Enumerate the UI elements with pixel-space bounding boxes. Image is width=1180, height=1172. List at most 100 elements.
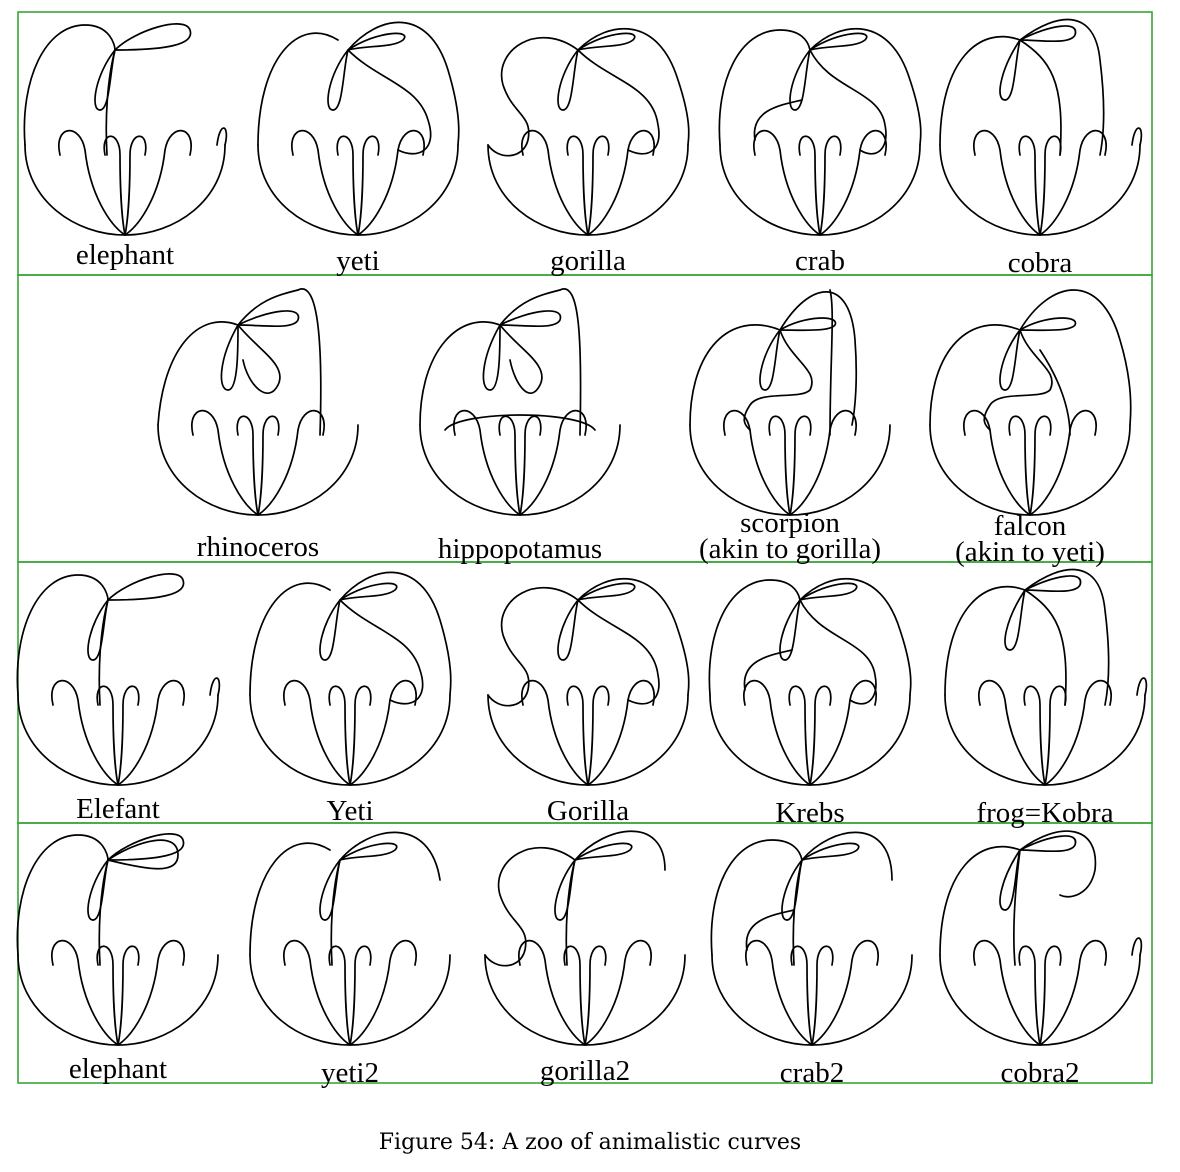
curve-yeti-r3c2 <box>249 571 452 786</box>
curve-stroke <box>557 49 579 111</box>
curve-stroke <box>107 573 185 601</box>
curve-stroke <box>98 859 109 966</box>
curve-stroke <box>519 424 621 516</box>
curve-label: crab <box>795 245 845 277</box>
curve-stroke <box>58 129 192 236</box>
curve-label: scorpion <box>740 507 840 539</box>
curve-stroke <box>743 679 877 786</box>
curve-stroke <box>929 424 1031 516</box>
curve-stroke <box>565 859 576 966</box>
curve-stroke <box>929 324 1021 426</box>
curve-stroke <box>710 839 803 956</box>
curve-crab-r3c4 <box>708 578 912 786</box>
curve-stroke <box>482 324 501 391</box>
curve-stroke <box>339 831 441 881</box>
curve-stroke <box>587 144 689 236</box>
curve-stroke <box>107 839 179 870</box>
curve-stroke <box>963 409 1097 516</box>
curve-stroke <box>444 414 596 431</box>
curve-stroke <box>557 599 579 661</box>
curve-gorilla-r1c3 <box>487 28 690 236</box>
curve-stroke <box>689 424 791 516</box>
curve-stroke <box>349 694 451 786</box>
curve-label: gorilla <box>550 245 626 277</box>
curve-stroke <box>759 329 781 391</box>
curve-stroke <box>237 310 300 328</box>
curve-label: crab2 <box>780 1057 844 1089</box>
curve-stroke <box>811 954 913 1046</box>
curve-hippo-r2c2 <box>419 288 621 516</box>
curve-stroke <box>220 324 239 391</box>
curve-label: gorilla2 <box>540 1055 630 1087</box>
curve-stroke <box>249 582 331 696</box>
curve-label: falcon <box>994 510 1067 542</box>
curve-stroke <box>809 694 911 786</box>
curve-stroke <box>1029 424 1131 516</box>
curve-stroke <box>799 599 877 705</box>
curve-stroke <box>1039 349 1071 436</box>
curve-stroke <box>559 288 582 436</box>
curve-stroke <box>779 599 801 661</box>
curve-stroke <box>801 842 860 861</box>
curve-stroke <box>1019 835 1077 853</box>
curve-stroke <box>1019 317 1077 332</box>
curve-stroke <box>237 289 299 326</box>
curve-crab2-r4c4 <box>710 831 913 1046</box>
curve-stroke <box>1019 25 1077 43</box>
curve-stroke <box>781 859 803 921</box>
curve-stroke <box>257 32 339 146</box>
curve-gorilla-r3c3 <box>487 578 690 786</box>
curve-stroke <box>257 424 359 516</box>
curve-gorilla2-r4c3 <box>484 830 686 1046</box>
curve-stroke <box>51 939 185 1046</box>
curve-stroke <box>23 24 116 146</box>
curve-stroke <box>16 834 109 956</box>
curve-stroke <box>1131 127 1143 146</box>
curve-stroke <box>789 424 891 516</box>
curve-stroke <box>357 144 459 236</box>
curve-stroke <box>339 842 398 861</box>
curve-stroke <box>999 39 1021 101</box>
curve-stroke <box>779 317 837 332</box>
curve-stroke <box>809 49 887 155</box>
curve-stroke <box>157 424 259 516</box>
curve-stroke <box>24 144 126 236</box>
curve-stroke <box>745 909 795 951</box>
curve-stroke <box>339 571 452 696</box>
curve-cobra-r3c5 <box>944 568 1148 786</box>
curve-stroke <box>819 144 921 236</box>
curve-stroke <box>577 599 660 705</box>
curve-stroke <box>499 310 562 328</box>
curve-stroke <box>1019 289 1132 426</box>
curve-falcon-r2c4 <box>929 289 1132 516</box>
curve-label: Elefant <box>76 793 160 825</box>
curve-stroke <box>743 329 813 431</box>
curve-stroke <box>723 409 857 516</box>
curve-stroke <box>16 574 109 696</box>
curve-label: (akin to yeti) <box>955 536 1105 568</box>
curve-stroke <box>718 29 811 146</box>
curve-stroke <box>801 831 893 881</box>
curve-stroke <box>753 99 803 141</box>
curve-stroke <box>484 847 576 967</box>
curve-stroke <box>944 694 1046 786</box>
curve-stroke <box>157 321 239 426</box>
curve-stroke <box>484 954 586 1046</box>
curve-stroke <box>487 144 589 236</box>
curve-stroke <box>98 599 109 706</box>
curve-stroke <box>347 49 432 155</box>
curve-stroke <box>17 694 119 786</box>
curve-stroke <box>339 582 398 601</box>
curve-stroke <box>939 845 1021 956</box>
curve-stroke <box>51 679 185 786</box>
curve-stroke <box>799 582 858 601</box>
curve-stroke <box>1039 954 1141 1046</box>
curve-label: Gorilla <box>547 795 629 827</box>
curve-stroke <box>1004 589 1026 651</box>
curve-stroke <box>291 129 425 236</box>
curve-stroke <box>973 129 1107 236</box>
curve-elephant2-r4c1 <box>16 833 219 1046</box>
curve-stroke <box>319 859 341 921</box>
curve-label: cobra <box>1008 247 1073 279</box>
curve-stroke <box>587 694 689 786</box>
